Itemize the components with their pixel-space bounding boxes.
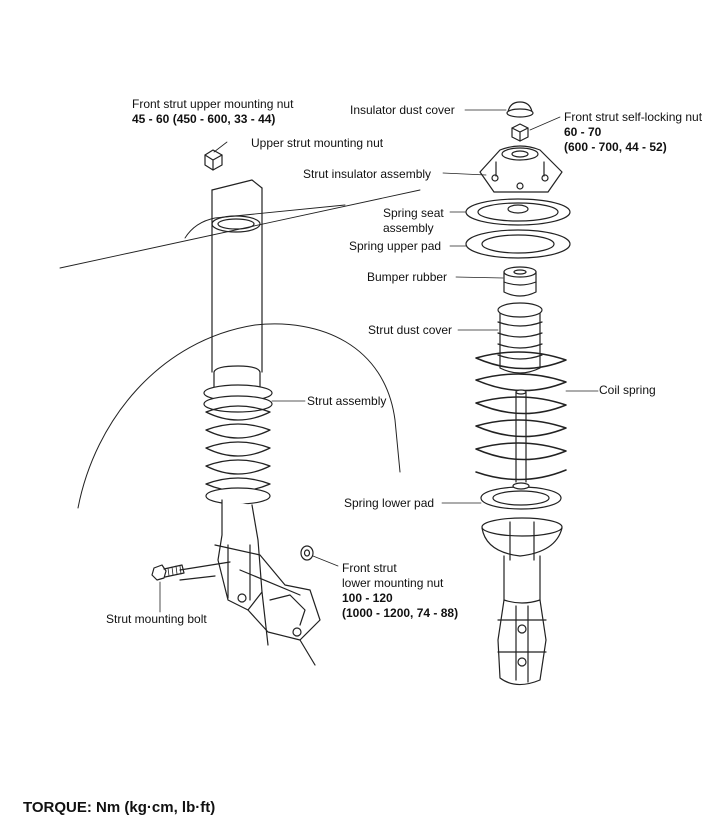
label-spring-lower-pad: Spring lower pad [344, 496, 435, 510]
label-strut-assembly: Strut assembly [307, 394, 387, 408]
strut-body-shape [481, 517, 563, 686]
label-lower-nut-2: lower mounting nut [342, 576, 444, 590]
installed-strut-drawing [59, 149, 421, 666]
strut-insulator-assembly-shape [479, 145, 563, 193]
torque-self-locking-nut-1: 60 - 70 [564, 125, 602, 139]
spring-lower-pad-shape [480, 482, 562, 510]
label-strut-dust-cover: Strut dust cover [368, 323, 453, 337]
upper-strut-nut-shape [204, 149, 223, 171]
label-front-strut-upper-nut: Front strut upper mounting nut [132, 97, 294, 111]
label-lower-nut-1: Front strut [342, 561, 397, 575]
label-bumper-rubber: Bumper rubber [367, 270, 448, 284]
exploded-strut-drawing [465, 101, 571, 686]
lower-mounting-nut-shape [300, 545, 314, 561]
label-strut-insulator-assembly: Strut insulator assembly [303, 167, 432, 181]
label-spring-seat-2: assembly [383, 221, 434, 235]
spring-seat-shape [465, 198, 571, 226]
torque-lower-nut-2: (1000 - 1200, 74 - 88) [342, 606, 459, 620]
leader-lines [159, 109, 599, 613]
coil-spring-shape [475, 351, 567, 481]
label-insulator-dust-cover: Insulator dust cover [350, 103, 455, 117]
label-spring-seat-1: Spring seat [383, 206, 444, 220]
torque-units-footer: TORQUE: Nm (kg·cm, lb·ft) [23, 799, 216, 816]
label-strut-mounting-bolt: Strut mounting bolt [106, 612, 207, 626]
torque-lower-nut-1: 100 - 120 [342, 591, 393, 605]
self-locking-nut-shape [511, 123, 529, 142]
bumper-rubber-shape [503, 266, 537, 297]
label-coil-spring: Coil spring [599, 383, 656, 397]
insulator-dust-cover-shape [506, 101, 534, 118]
torque-front-strut-upper-nut: 45 - 60 (450 - 600, 33 - 44) [132, 112, 276, 126]
label-spring-upper-pad: Spring upper pad [349, 239, 442, 253]
label-upper-strut-nut: Upper strut mounting nut [251, 136, 384, 150]
strut-mounting-bolt-shape [151, 564, 185, 581]
torque-self-locking-nut-2: (600 - 700, 44 - 52) [564, 140, 667, 154]
spring-upper-pad-shape [465, 229, 571, 259]
label-self-locking-nut: Front strut self-locking nut [564, 110, 703, 124]
strut-dust-cover-shape [497, 302, 543, 374]
